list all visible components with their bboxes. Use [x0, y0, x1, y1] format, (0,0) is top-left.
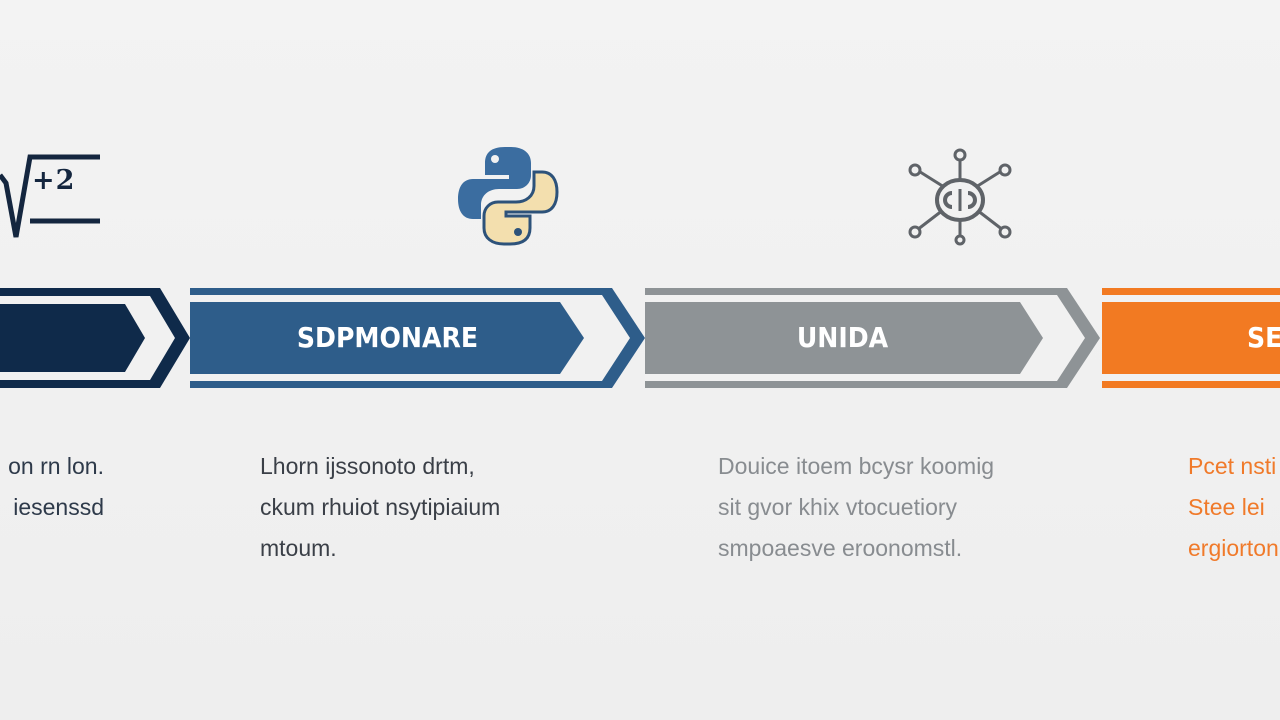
square-root-icon: [0, 145, 110, 245]
step-1-description: on rn lon. iesenssd: [8, 453, 104, 520]
step-4-description: Pcet nsti Stee lei ergiorton: [1188, 453, 1279, 561]
step-2-arrow: SDPMONARE: [190, 288, 650, 388]
step-1-arrow: [0, 288, 195, 388]
step-2-description: Lhorn ijssonoto drtm, ckum rhuiot nsytip…: [260, 453, 501, 561]
step-3-label: UNIDA: [796, 321, 889, 354]
python-logo-icon: [455, 143, 560, 248]
network-brain-icon: [905, 145, 1015, 250]
step-4-arrow: SE: [1102, 288, 1280, 388]
step-3-arrow: UNIDA: [645, 288, 1105, 388]
step-4-label: SE: [1247, 321, 1280, 354]
math-expression: +2: [32, 165, 76, 196]
step-2-label: SDPMONARE: [296, 321, 479, 354]
step-3-description: Douice itoem bcysr koomig sit gvor khix …: [718, 453, 995, 561]
